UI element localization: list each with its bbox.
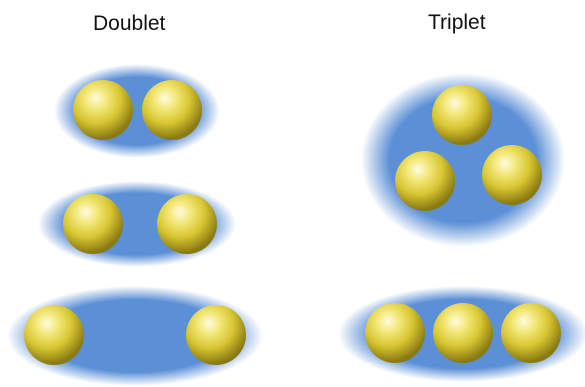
ball xyxy=(24,305,84,365)
doublet-config-close xyxy=(54,64,220,158)
ball xyxy=(482,145,542,205)
triplet-group xyxy=(338,73,585,382)
doublet-group xyxy=(7,64,263,386)
ball xyxy=(63,194,123,254)
triplet-config-triangle xyxy=(361,73,565,247)
triplet-label: Triplet xyxy=(428,11,486,35)
ball xyxy=(395,151,455,211)
ball xyxy=(432,85,492,145)
triplet-config-linear xyxy=(338,286,585,382)
doublet-label: Doublet xyxy=(93,12,165,36)
doublet-config-far xyxy=(7,286,263,386)
ball xyxy=(433,303,493,363)
ball xyxy=(73,80,133,140)
ball xyxy=(142,80,202,140)
ball xyxy=(365,303,425,363)
ball xyxy=(501,303,561,363)
doublet-config-medium xyxy=(38,181,236,267)
ball xyxy=(157,194,217,254)
ball xyxy=(186,305,246,365)
